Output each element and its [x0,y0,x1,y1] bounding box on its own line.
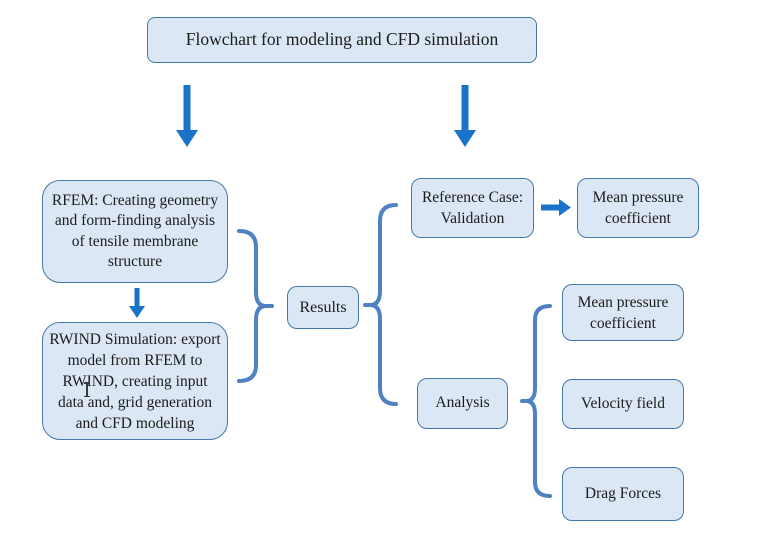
text-line: Mean pressure [577,293,669,311]
down-arrow-icon-small [129,288,145,318]
down-arrow-icon [454,85,476,147]
node-velocity-field: Velocity field [562,379,684,429]
title-text: Flowchart for modeling and CFD simulatio… [185,29,499,50]
text-line: Mean pressure [592,189,684,206]
text-line: RWIND Simulation: export [49,330,221,348]
drag-label: Drag Forces [584,484,662,502]
text-line: and CFD modeling [75,414,195,432]
node-drag-forces: Drag Forces [562,467,684,521]
node-analysis: Analysis [417,378,508,429]
text-line: model from RFEM to [67,351,203,369]
results-branch-brace-icon [363,203,398,406]
down-arrow-icon [176,85,198,147]
velocity-label: Velocity field [581,394,665,412]
node-mean-pressure-validation: Mean pressure coefficient [577,178,699,238]
text-line: data and, grid generation [57,393,213,411]
node-reference-case: Reference Case: Validation [411,178,534,238]
text-line: and form-finding analysis [54,212,216,229]
text-line: coefficient [605,210,671,227]
text-line: Reference Case: [421,189,524,206]
node-mean-pressure-analysis: Mean pressure coefficient [562,284,684,341]
analysis-label: Analysis [435,394,490,412]
title-node: Flowchart for modeling and CFD simulatio… [147,17,537,63]
analysis-branch-brace-icon [520,304,552,498]
text-line: RFEM: Creating geometry [51,191,219,209]
node-rwind: RWIND Simulation: export model from RFEM… [42,322,228,440]
node-results: Results [287,286,359,329]
node-rfem: RFEM: Creating geometry and form-finding… [42,180,228,283]
merge-brace-icon [237,229,274,383]
text-line: RWIND, creating input [62,372,208,390]
text-line: of tensile membrane [71,232,199,250]
text-line: structure [107,253,163,270]
text-line: Validation [440,210,505,227]
results-label: Results [299,298,347,316]
text-line: coefficient [590,314,656,332]
text-cursor-artifact [84,382,89,397]
right-arrow-icon [541,199,571,216]
